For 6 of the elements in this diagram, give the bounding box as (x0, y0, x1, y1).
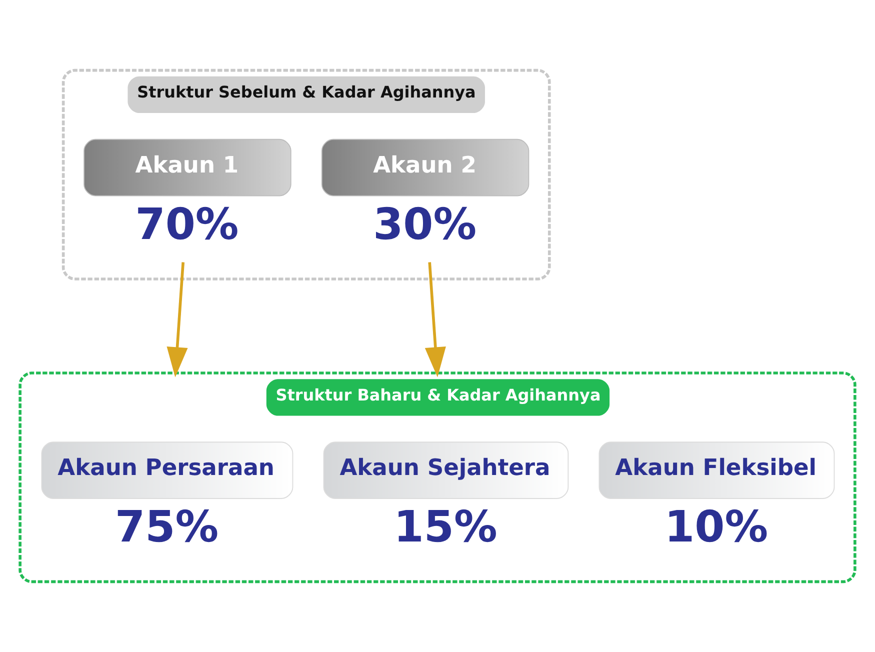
node-label: 30% (373, 200, 477, 250)
arrow (166, 262, 188, 378)
node-label: 70% (135, 200, 239, 250)
node-label: 15% (394, 502, 498, 553)
node-label: 75% (115, 502, 219, 553)
node-label: 10% (664, 502, 768, 553)
